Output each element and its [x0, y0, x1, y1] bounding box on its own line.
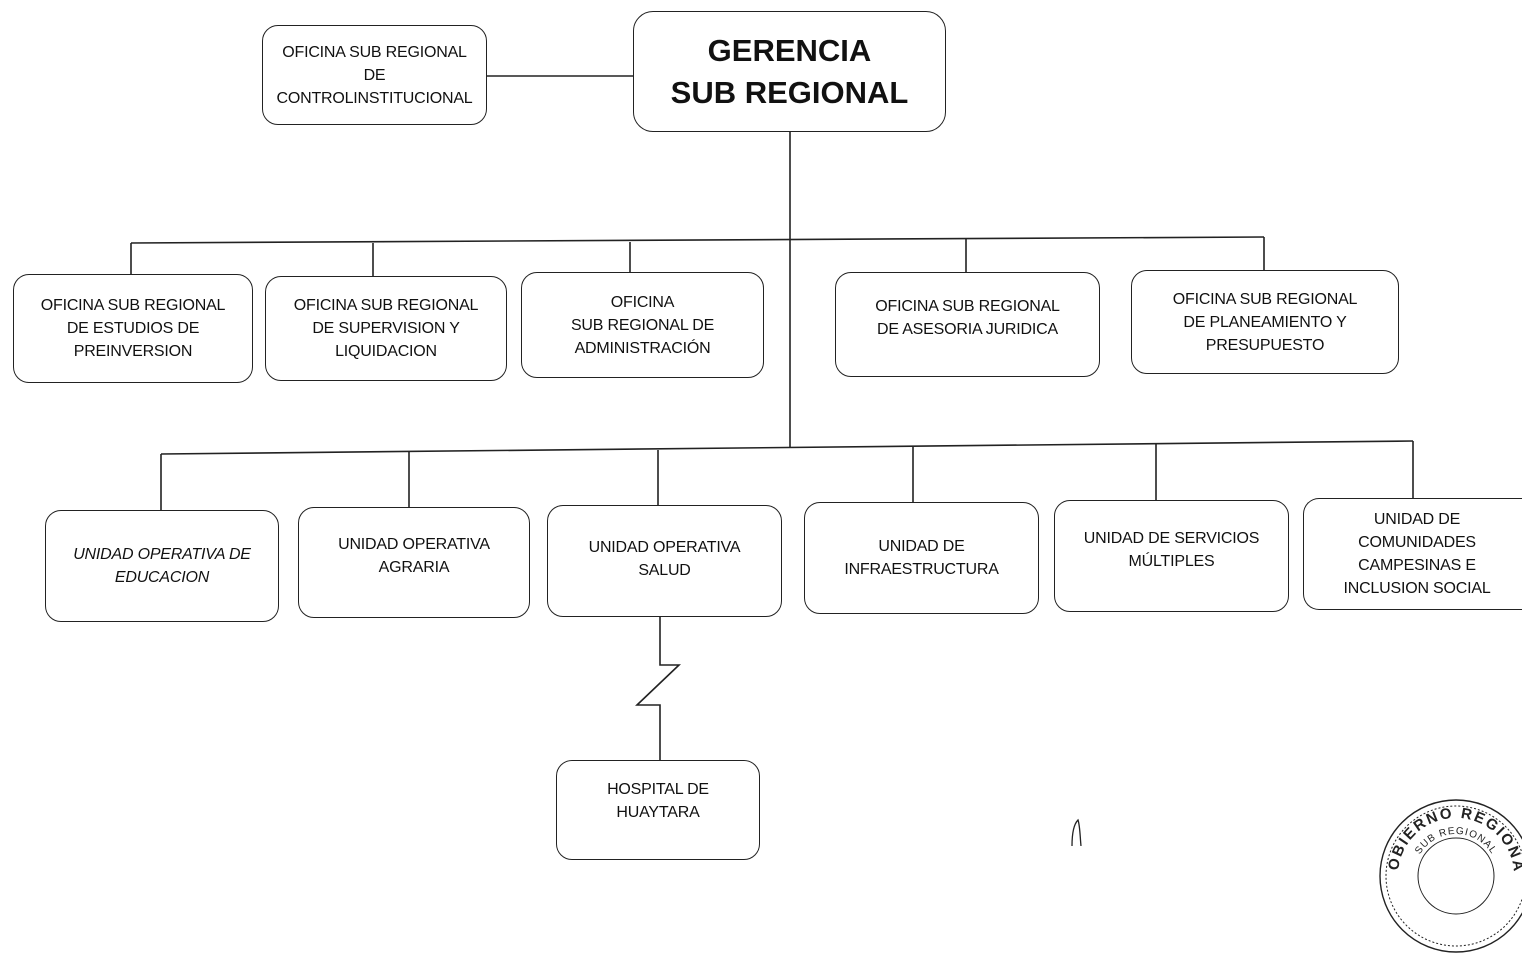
unit-6-line-4: INCLUSION SOCIAL [1343, 580, 1491, 597]
office-5-line-3: PRESUPUESTO [1205, 336, 1325, 354]
unit-box-text: UNIDAD OPERATIVA DE EDUCACION [73, 543, 251, 589]
unit-box-comunidades-campesinas: UNIDAD DE COMUNIDADES CAMPESINAS E INCLU… [1303, 498, 1522, 610]
unit-6-line-2: COMUNIDADES [1358, 534, 1476, 551]
unit-3-line-1: UNIDAD OPERATIVA [588, 539, 741, 556]
office-4-line-2: DE ASESORIA JURIDICA [877, 320, 1058, 338]
hospital-line-2: HUAYTARA [616, 804, 700, 821]
unit-1-line-2: EDUCACION [114, 569, 210, 586]
unit-box-agraria: UNIDAD OPERATIVA AGRARIA [298, 507, 530, 618]
control-office-line-1: OFICINA SUB REGIONAL [282, 43, 467, 61]
head-box-line-1: GERENCIA [707, 32, 872, 68]
office-box-supervision-liquidacion: OFICINA SUB REGIONAL DE SUPERVISION Y LI… [265, 276, 507, 381]
office-box-estudios-preinversion: OFICINA SUB REGIONAL DE ESTUDIOS DE PREI… [13, 274, 253, 383]
office-1-line-2: DE ESTUDIOS DE [66, 320, 200, 337]
unit-4-line-1: UNIDAD DE [878, 538, 965, 555]
office-5-line-2: DE PLANEAMIENTO Y [1183, 313, 1347, 331]
head-box-gerencia-sub-regional: GERENCIA SUB REGIONAL [633, 11, 946, 132]
head-box-line-2: SUB REGIONAL [670, 74, 909, 110]
office-5-line-1: OFICINA SUB REGIONAL [1172, 290, 1358, 308]
office-4-line-1: OFICINA SUB REGIONAL [875, 297, 1060, 315]
unit-box-text: UNIDAD DE SERVICIOS MÚLTIPLES [1084, 527, 1260, 573]
unit-box-infraestructura: UNIDAD DE INFRAESTRUCTURA [804, 502, 1039, 614]
connector-lines [130, 75, 1414, 760]
office-box-text: OFICINA SUB REGIONAL DE ASESORIA JURIDIC… [875, 295, 1060, 341]
hospital-zigzag-connector [635, 616, 681, 760]
unit-6-line-1: UNIDAD DE [1373, 511, 1461, 528]
control-office-line-3: CONTROLINSTITUCIONAL [276, 89, 473, 107]
office-box-text: OFICINA SUB REGIONAL DE PLANEAMIENTO Y P… [1173, 288, 1358, 357]
office-box-asesoria-juridica: OFICINA SUB REGIONAL DE ASESORIA JURIDIC… [835, 272, 1100, 377]
office-box-text: OFICINA SUB REGIONAL DE ADMINISTRACIÓN [571, 291, 714, 360]
hospital-box-text: HOSPITAL DE HUAYTARA [607, 778, 709, 824]
office-box-administracion: OFICINA SUB REGIONAL DE ADMINISTRACIÓN [521, 272, 764, 378]
unit-2-line-1: UNIDAD OPERATIVA [338, 535, 490, 553]
unit-box-salud: UNIDAD OPERATIVA SALUD [547, 505, 782, 617]
office-1-line-1: OFICINA SUB REGIONAL [40, 297, 226, 314]
unit-box-text: UNIDAD OPERATIVA SALUD [589, 536, 741, 582]
unit-5-line-1: UNIDAD DE SERVICIOS [1083, 530, 1260, 547]
office-3-line-2: SUB REGIONAL DE [570, 316, 715, 334]
head-box-text: GERENCIA SUB REGIONAL [671, 30, 909, 114]
hospital-line-1: HOSPITAL DE [607, 781, 709, 798]
unit-4-line-2: INFRAESTRUCTURA [844, 561, 999, 578]
unit-box-educacion: UNIDAD OPERATIVA DE EDUCACION [45, 510, 279, 622]
unit-6-line-3: CAMPESINAS E [1358, 557, 1476, 574]
office-3-line-3: ADMINISTRACIÓN [574, 339, 711, 357]
unit-box-text: UNIDAD DE INFRAESTRUCTURA [844, 535, 999, 581]
unit-2-line-2: AGRARIA [378, 558, 450, 576]
control-office-line-2: DE [363, 66, 386, 84]
unit-box-text: UNIDAD DE COMUNIDADES CAMPESINAS E INCLU… [1343, 508, 1490, 600]
office-2-line-2: DE SUPERVISION Y [312, 320, 460, 337]
control-office-text: OFICINA SUB REGIONAL DE CONTROLINSTITUCI… [276, 41, 472, 110]
official-seal-stamp: GOBIERNO REGIONAL SUB REGIONAL [1376, 796, 1522, 953]
office-2-line-1: OFICINA SUB REGIONAL [293, 297, 479, 314]
hospital-box-huaytara: HOSPITAL DE HUAYTARA [556, 760, 760, 860]
office-box-text: OFICINA SUB REGIONAL DE ESTUDIOS DE PREI… [41, 294, 226, 363]
signature-mark [1071, 818, 1082, 846]
office-2-line-3: LIQUIDACION [335, 343, 437, 360]
control-office-box: OFICINA SUB REGIONAL DE CONTROLINSTITUCI… [262, 25, 487, 125]
office-3-line-1: OFICINA [610, 293, 675, 311]
unit-3-line-2: SALUD [638, 562, 691, 579]
units-bus-line [160, 440, 1414, 455]
offices-bus-line [130, 236, 1265, 244]
office-1-line-3: PREINVERSION [73, 343, 193, 360]
office-box-planeamiento-presupuesto: OFICINA SUB REGIONAL DE PLANEAMIENTO Y P… [1131, 270, 1399, 374]
office-box-text: OFICINA SUB REGIONAL DE SUPERVISION Y LI… [294, 294, 479, 363]
unit-box-text: UNIDAD OPERATIVA AGRARIA [338, 533, 490, 579]
unit-box-servicios-multiples: UNIDAD DE SERVICIOS MÚLTIPLES [1054, 500, 1289, 612]
unit-1-line-1: UNIDAD OPERATIVA DE [73, 546, 251, 563]
unit-5-line-2: MÚLTIPLES [1128, 553, 1215, 570]
